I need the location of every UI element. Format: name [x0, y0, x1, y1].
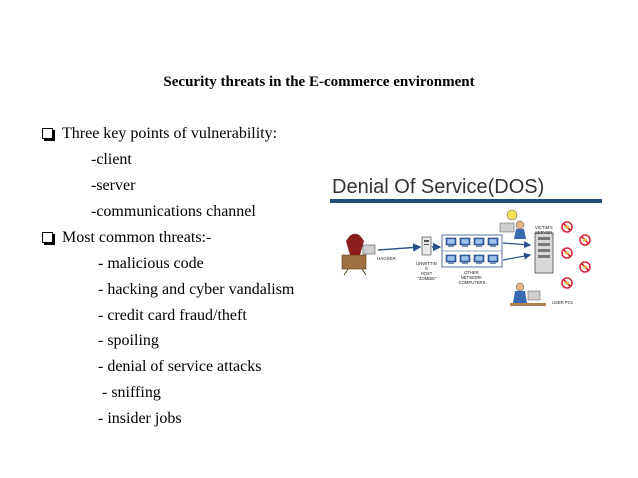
title-underline-bar [330, 199, 602, 203]
hacker-icon [341, 233, 376, 276]
user-pcs-label: USER PCs [552, 300, 573, 305]
threat-credit-card-fraud: - credit card fraud/theft [98, 307, 247, 324]
threat-sniffing: - sniffing [98, 384, 161, 401]
threat-insider-jobs: - insider jobs [98, 410, 182, 427]
bullet-common-threats: Most common threats:- [62, 229, 212, 246]
user-top-icon [499, 209, 526, 239]
threat-denial-of-service: - denial of service attacks [98, 358, 262, 375]
zombie-host-icon [421, 236, 432, 256]
slide-title: Security threats in the E-commerce envir… [163, 74, 475, 90]
checkbox-bullet-icon [42, 232, 53, 243]
zombie-label: UNWITTIN G HOST "ZOMBIE" [416, 261, 438, 281]
threat-hacking: - hacking and cyber vandalism [98, 281, 295, 298]
checkbox-bullet-icon [42, 128, 53, 139]
dos-diagram-title: Denial Of Service(DOS) [332, 176, 545, 198]
hacker-label: HACKER [377, 256, 397, 261]
sub-item-communications-channel: -communications channel [91, 203, 256, 220]
user-bottom-icon [510, 282, 546, 306]
threat-spoiling: - spoiling [98, 332, 159, 349]
dos-diagram: HACKER UNWITTIN G HOST "ZOMBIE" OTHER NE… [341, 209, 591, 306]
threat-malicious-code: - malicious code [98, 255, 204, 272]
network-computers [441, 234, 503, 268]
sub-item-client: -client [91, 151, 132, 168]
network-label: OTHER NETWORK COMPUTERS [459, 270, 486, 285]
blocked-user-icons [561, 221, 591, 289]
bullet-vulnerability-points: Three key points of vulnerability: [62, 125, 278, 142]
victim-label: VICTIM'S SERVER [535, 225, 554, 235]
victim-server-icon [534, 232, 554, 274]
sub-item-server: -server [91, 177, 136, 194]
